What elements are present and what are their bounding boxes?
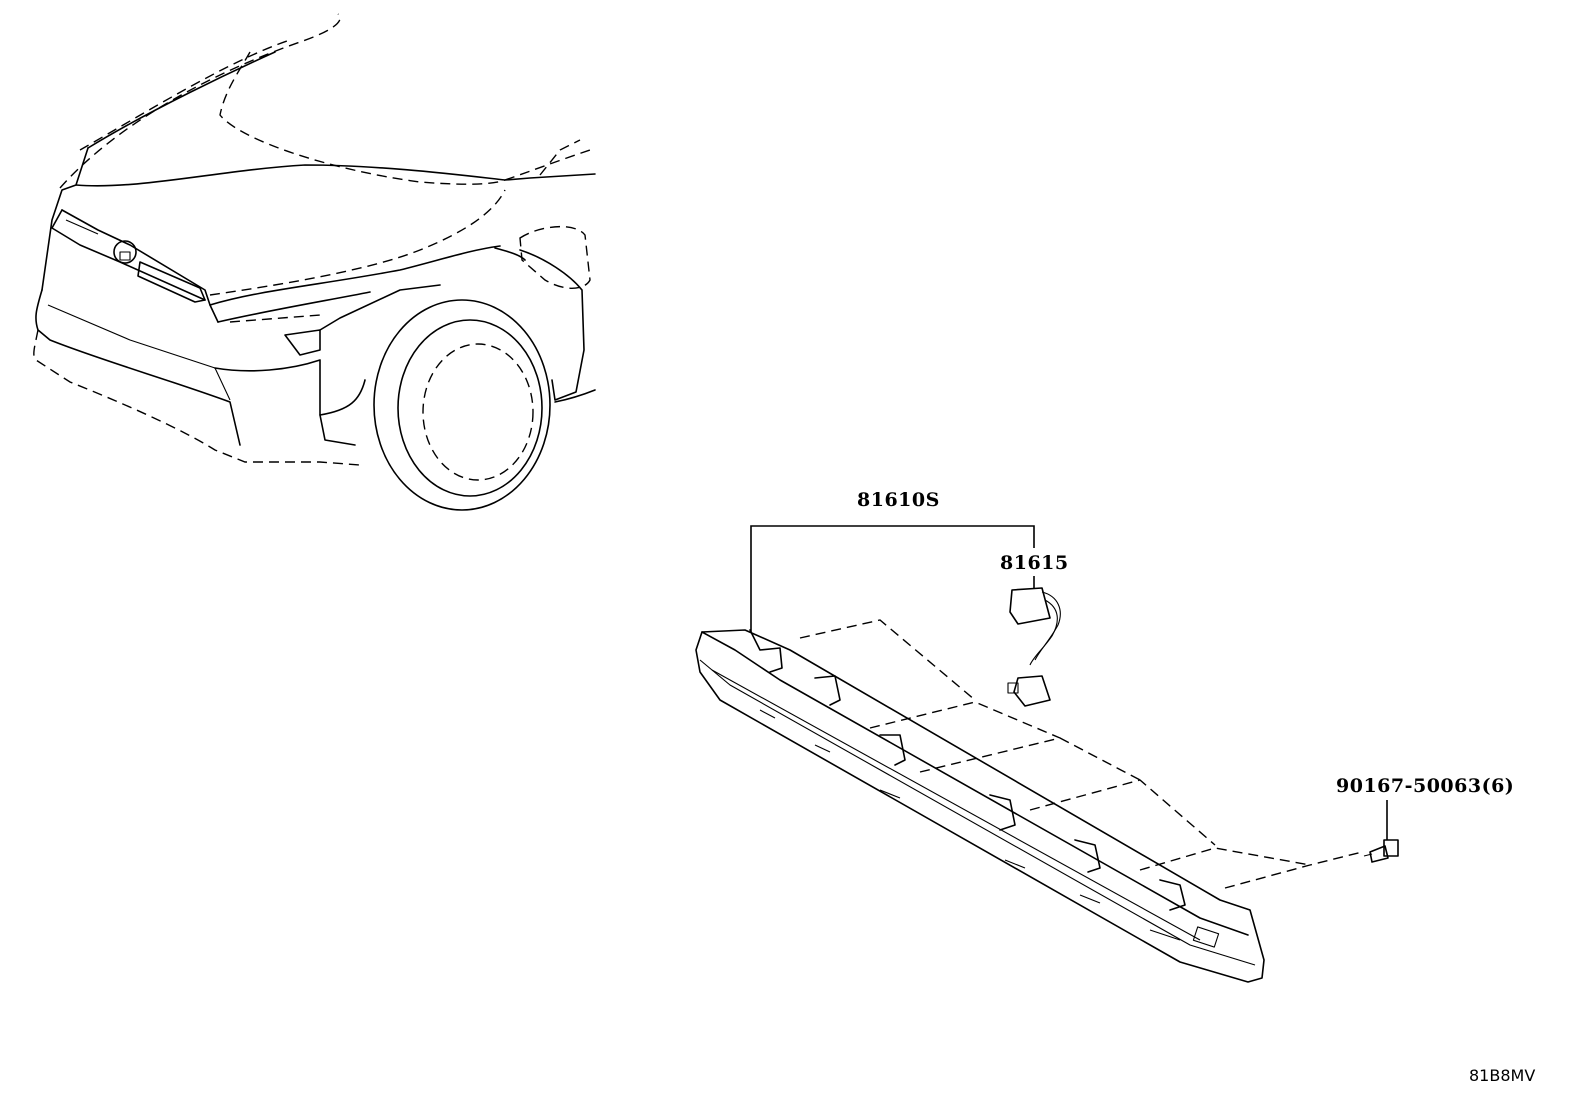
vehicle-location-illustration	[33, 13, 596, 511]
drawing-code: 81B8MV	[1469, 1066, 1535, 1085]
high-mount-stop-lamp-assembly	[695, 629, 1265, 983]
leader-lines	[750, 525, 1388, 840]
part-label-socket: 81615	[1000, 552, 1069, 574]
screw	[1363, 839, 1399, 863]
part-label-lamp-assembly: 81610S	[857, 489, 940, 511]
part-label-screw: 90167-50063(6)	[1336, 775, 1514, 797]
connection-lines	[799, 619, 1363, 889]
socket-and-wire	[1007, 587, 1061, 707]
